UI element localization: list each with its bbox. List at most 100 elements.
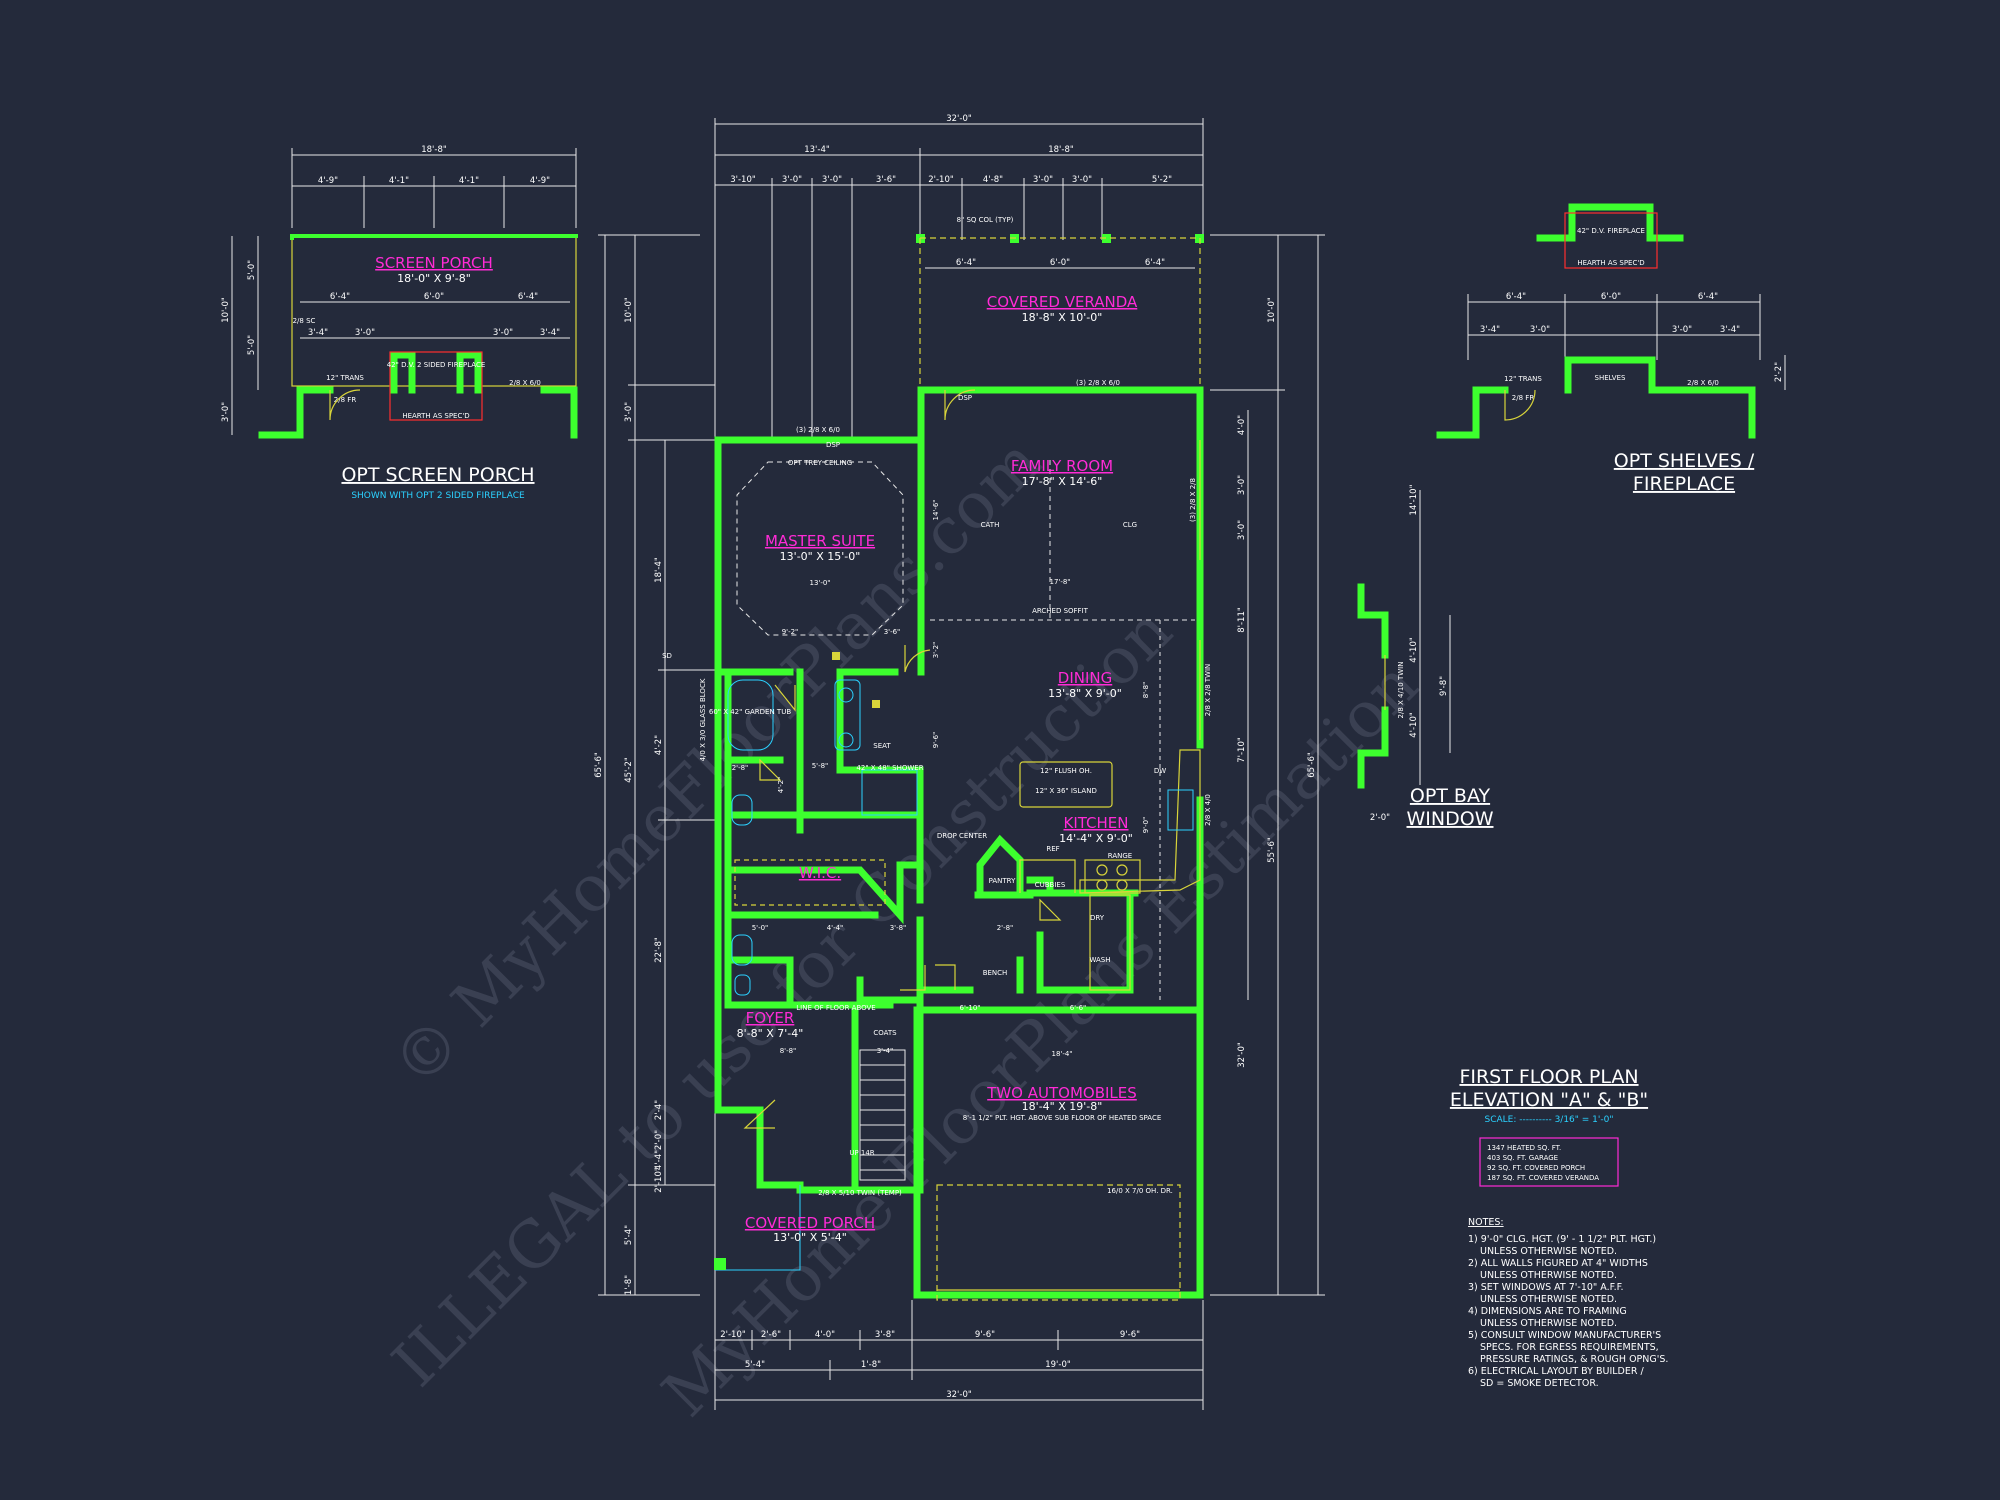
family-dim: 17'-8" <box>1049 578 1070 586</box>
main-dimensions: 32'-0" 13'-4" 18'-8" 3'-10" 3'-0" 3'-0" … <box>594 114 1325 1410</box>
main-left-inner-1: 2'-0" <box>654 1130 664 1150</box>
main-top-split-2: 18'-8" <box>1048 145 1074 155</box>
main-labels: COVERED VERANDA 18'-8" X 10'-0" FAMILY R… <box>662 293 1212 1244</box>
arched-soffit-label: ARCHED SOFFIT <box>1032 607 1089 615</box>
kitchen-dim-96: 9'-6" <box>932 732 940 749</box>
foyer-dim: 8'-8" <box>780 1047 797 1055</box>
garage-dim-66: 6'-6" <box>1070 1004 1087 1012</box>
master-suite-name: MASTER SUITE <box>765 532 875 550</box>
sh-door-fr: 2/8 FR <box>1512 394 1535 402</box>
shelves-fireplace-plan: 42" D.V. FIREPLACE HEARTH AS SPEC'D 6'-4… <box>1436 203 1786 495</box>
bath-dim-28: 2'-8" <box>732 764 749 772</box>
main-top-dim-5: 2'-10" <box>928 175 954 185</box>
main-walls: 8" SQ COL (TYP) 6'-4" 6'-0" 6'-4" <box>714 216 1204 1301</box>
bay-window-plan: 2/8 X 4/10 TWIN 14'-10" 4'-10" 9'-8" 4'-… <box>1357 484 1494 830</box>
dry-label: DRY <box>1090 914 1105 922</box>
sp-dim-left-1: 10'-0" <box>221 297 231 323</box>
sp-dim-left-2: 5'-0" <box>247 260 257 280</box>
bench-label: BENCH <box>983 969 1008 977</box>
main-bottom-dim-6: 9'-6" <box>1120 1330 1140 1340</box>
main-left-overall: 65'-6" <box>594 752 604 778</box>
veranda-dim-3: 6'-4" <box>1145 258 1165 268</box>
main-left-dim-7: 5'-4" <box>624 1225 634 1245</box>
main-right-dim-1: 10'-0" <box>1267 297 1277 323</box>
sp-dim-top-2: 4'-1" <box>389 176 409 186</box>
cath-label: CATH <box>981 521 1000 529</box>
sp-dim-inner2-1: 3'-4" <box>308 328 328 338</box>
bath-dim-58: 5'-8" <box>812 762 829 770</box>
dsp-label-2: DSP <box>958 394 972 402</box>
main-right-dim-5: 8'-11" <box>1237 607 1247 633</box>
sh-shelves-label: SHELVES <box>1595 374 1626 382</box>
main-top-dim-8: 3'-0" <box>1072 175 1092 185</box>
sp-overall-dim: 18'-8" <box>421 145 447 155</box>
dining-window-label: 2/8 X 2/8 TWIN <box>1204 664 1212 717</box>
sp-window-label: 2/8 X 6/0 <box>509 379 541 387</box>
note-line-4: UNLESS OTHERWISE NOTED. <box>1480 1270 1617 1281</box>
dining-dim-32: 3'-2" <box>932 642 940 659</box>
hall-dim-38: 3'-8" <box>890 924 907 932</box>
bay-dim-3: 9'-8" <box>1439 676 1449 696</box>
glass-block-label: 4/0 X 3/0 GLASS BLOCK <box>699 678 707 761</box>
note-line-8: UNLESS OTHERWISE NOTED. <box>1480 1318 1617 1329</box>
title-line-1: FIRST FLOOR PLAN <box>1459 1066 1638 1088</box>
up-label: UP 14R <box>849 1149 874 1157</box>
bath-dim-42: 4'-2" <box>777 777 785 794</box>
garage-note: 8'-1 1/2" PLT. HGT. ABOVE SUB FLOOR OF H… <box>963 1114 1162 1122</box>
title-block: FIRST FLOOR PLAN ELEVATION "A" & "B" SCA… <box>1450 1066 1648 1187</box>
master-dim-92: 9'-2" <box>782 628 799 636</box>
area-veranda: 187 SQ. FT. COVERED VERANDA <box>1487 1174 1599 1182</box>
sh-dim-top-3: 6'-4" <box>1698 292 1718 302</box>
sd-label: SD <box>662 652 672 660</box>
dw-label: DW <box>1154 767 1166 775</box>
note-line-2: UNLESS OTHERWISE NOTED. <box>1480 1246 1617 1257</box>
master-window-label: (3) 2/8 X 6/0 <box>796 426 840 434</box>
garage-door-label: 16/0 X 7/0 OH. DR. <box>1107 1187 1173 1195</box>
veranda-dim-1: 6'-4" <box>956 258 976 268</box>
coats-dim: 3'-4" <box>877 1047 894 1055</box>
sp-room-size: 18'-0" X 9'-8" <box>397 272 471 285</box>
main-left-dim-8: 1'-8" <box>624 1275 634 1295</box>
main-left-mid: 45'-2" <box>624 757 634 783</box>
master-dim-36: 3'-6" <box>884 628 901 636</box>
screen-porch-plan: 18'-8" 4'-9" 4'-1" 4'-1" 4'-9" SCREEN PO… <box>221 145 578 501</box>
main-right-dim-7: 32'-0" <box>1237 1042 1247 1068</box>
note-line-5: 3) SET WINDOWS AT 7'-10" A.F.F. <box>1468 1282 1624 1293</box>
title-line-2: ELEVATION "A" & "B" <box>1450 1089 1648 1111</box>
main-right-dim-3: 3'-0" <box>1237 475 1247 495</box>
sp-room-name: SCREEN PORCH <box>375 254 493 272</box>
sp-door-fr: 2/8 FR <box>334 396 357 404</box>
sh-dim-inner-3: 3'-0" <box>1672 325 1692 335</box>
sh-title-1: OPT SHELVES / <box>1614 450 1755 472</box>
sh-hearth-label: HEARTH AS SPEC'D <box>1577 259 1644 267</box>
main-top-split-1: 13'-4" <box>804 145 830 155</box>
kitchen-window-label: 2/8 X 4/0 <box>1204 794 1212 826</box>
main-right-dim-6: 7'-10" <box>1237 737 1247 763</box>
sp-door-sc: 2/8 SC <box>293 317 316 325</box>
family-dim-146: 14'-6" <box>932 499 940 520</box>
sp-dim-top-4: 4'-9" <box>530 176 550 186</box>
dining-size: 13'-8" X 9'-0" <box>1048 687 1122 700</box>
dining-dim-88: 8'-8" <box>1142 682 1150 699</box>
side-window-label: (3) 2/8 X 2/8 <box>1189 478 1197 522</box>
seat-label: SEAT <box>873 742 891 750</box>
coats-label: COATS <box>873 1029 897 1037</box>
sp-dim-inner2-4: 3'-4" <box>540 328 560 338</box>
main-top-dim-1: 3'-10" <box>730 175 756 185</box>
main-right-dim-2: 4'-0" <box>1237 415 1247 435</box>
main-left-dim-1: 10'-0" <box>624 297 634 323</box>
main-top-dim-2: 3'-0" <box>782 175 802 185</box>
main-right-overall: 65'-6" <box>1307 752 1317 778</box>
sp-dim-left-3: 5'-0" <box>247 335 257 355</box>
main-bottom-dim-1: 2'-10" <box>720 1330 746 1340</box>
notes-heading: NOTES: <box>1468 1217 1504 1228</box>
sp-subtitle: SHOWN WITH OPT 2 SIDED FIREPLACE <box>351 491 525 501</box>
bay-dim-2: 4'-10" <box>1409 637 1419 663</box>
porch-name: COVERED PORCH <box>745 1214 875 1232</box>
note-line-12: 6) ELECTRICAL LAYOUT BY BUILDER / <box>1468 1366 1644 1377</box>
note-line-6: UNLESS OTHERWISE NOTED. <box>1480 1294 1617 1305</box>
note-line-13: SD = SMOKE DETECTOR. <box>1480 1378 1599 1389</box>
front-door-label: 2/8 X 5/10 TWIN (TEMP) <box>818 1189 902 1197</box>
main-left-dim-5: 22'-8" <box>654 937 664 963</box>
